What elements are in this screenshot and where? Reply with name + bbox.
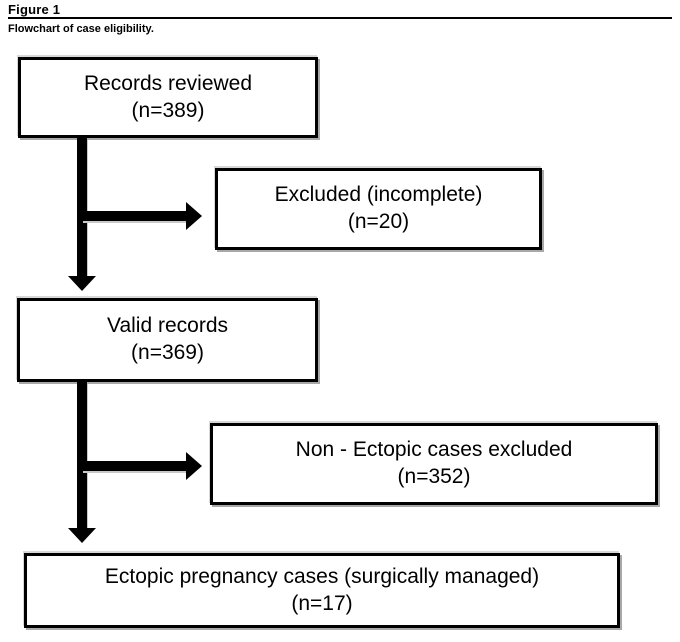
node-count: (n=20) xyxy=(347,210,410,233)
figure-rule-divider xyxy=(8,17,672,19)
arrow-branch-records-to-excluded-head xyxy=(186,202,202,230)
flow-node-records-reviewed: Records reviewed (n=389) xyxy=(18,57,318,138)
arrow-branch-valid-to-nonectopic-shaft xyxy=(82,461,186,471)
arrow-down-records-to-valid-head xyxy=(68,276,96,291)
arrow-branch-valid-to-nonectopic-head xyxy=(186,452,202,480)
figure-caption: Flowchart of case eligibility. xyxy=(8,23,154,35)
node-count: (n=389) xyxy=(131,98,205,122)
node-count: (n=369) xyxy=(131,341,204,364)
flow-node-non-ectopic-excluded: Non - Ectopic cases excluded (n=352) xyxy=(210,423,658,505)
node-label: Valid records xyxy=(107,314,228,338)
node-label: Excluded (incomplete) xyxy=(274,183,483,207)
arrow-down-valid-to-ectopic-shaft xyxy=(77,382,87,528)
arrow-down-valid-to-ectopic-head xyxy=(68,528,96,543)
arrow-down-records-to-valid-shaft xyxy=(77,138,87,276)
figure-label: Figure 1 xyxy=(8,2,61,17)
flow-node-valid-records: Valid records (n=369) xyxy=(17,298,318,382)
flow-node-excluded-incomplete: Excluded (incomplete) (n=20) xyxy=(215,168,542,250)
arrow-branch-records-to-excluded-shaft xyxy=(82,211,186,221)
node-label: Records reviewed xyxy=(83,71,253,95)
node-count: (n=352) xyxy=(397,465,471,488)
node-label: Non - Ectopic cases excluded xyxy=(295,438,573,462)
node-count: (n=17) xyxy=(291,591,353,615)
flow-node-ectopic-cases: Ectopic pregnancy cases (surgically mana… xyxy=(24,553,620,628)
node-label: Ectopic pregnancy cases (surgically mana… xyxy=(104,564,540,588)
